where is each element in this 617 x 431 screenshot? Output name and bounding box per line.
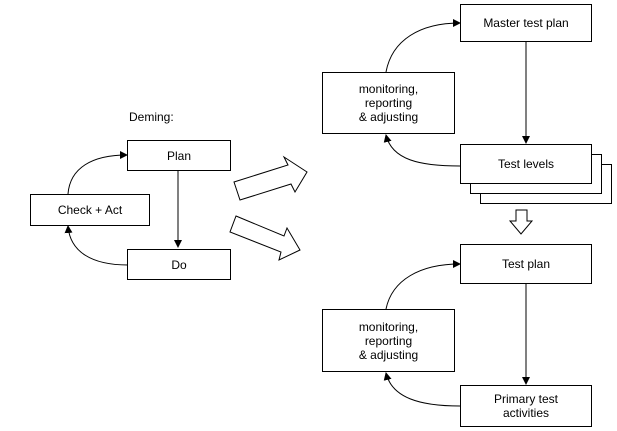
monitoring-box-lower: monitoring, reporting & adjusting — [322, 309, 455, 372]
do-to-check-curve — [64, 225, 129, 266]
master-test-plan-box: Master test plan — [460, 4, 592, 42]
do-box: Do — [127, 249, 231, 280]
primary-to-monitoring-curve — [383, 372, 461, 407]
plan-box: Plan — [127, 140, 231, 171]
primary-test-activities-box: Primary test activities — [460, 385, 592, 427]
block-arrow-upper — [233, 155, 308, 201]
monitoring-to-testplan-curve — [385, 260, 461, 310]
levels-to-monitoring-curve — [383, 134, 461, 167]
check-to-plan-curve — [67, 151, 128, 195]
check-act-box: Check + Act — [30, 194, 150, 226]
monitoring-to-master-curve — [385, 19, 461, 73]
block-arrow-lower — [229, 215, 301, 261]
test-plan-box: Test plan — [460, 244, 592, 284]
deming-label: Deming: — [129, 110, 174, 124]
test-levels-box: Test levels — [460, 144, 592, 184]
monitoring-box-upper: monitoring, reporting & adjusting — [322, 72, 455, 134]
down-hollow-arrow — [508, 209, 534, 235]
